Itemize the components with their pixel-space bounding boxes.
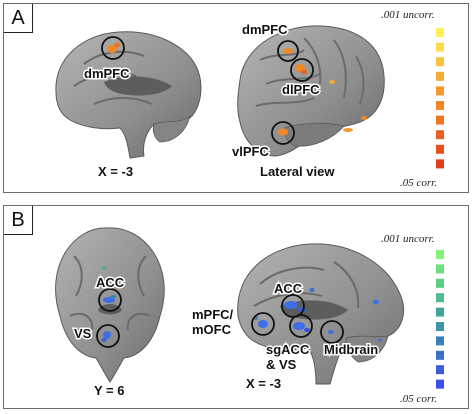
panel-a-figure: dmPFC X = -3 dmPFC dlPFC vlPFC Lateral v… xyxy=(55,9,444,189)
colorbar-b xyxy=(436,250,444,389)
colorbar-a-swatch xyxy=(436,57,444,67)
label-vs-coronal: VS xyxy=(74,326,92,341)
lateral-activations xyxy=(278,48,367,136)
caption-x-medial-a: X = -3 xyxy=(98,164,133,179)
sagittal-activations xyxy=(254,288,382,342)
colorbar-b-top-label: .001 uncorr. xyxy=(381,233,434,245)
colorbar-a-swatch xyxy=(436,115,444,125)
colorbar-a-swatch xyxy=(436,130,444,140)
colorbar-a-top-label: .001 uncorr. xyxy=(381,9,434,21)
colorbar-a-swatch xyxy=(436,86,444,96)
colorbar-a-swatch xyxy=(436,28,444,37)
colorbar-a-swatch xyxy=(436,42,444,52)
panel-b: B ACC VS Y = 6 xyxy=(3,205,469,409)
label-dlpfc: dlPFC xyxy=(282,82,320,97)
dmpfc-lateral-circle xyxy=(277,40,299,62)
label-mpfc-line2: mOFC xyxy=(192,322,232,337)
mpfc-circle xyxy=(251,312,275,336)
colorbar-a-swatch xyxy=(436,101,444,110)
panel-a-label: A xyxy=(4,4,33,33)
coronal-brain-image xyxy=(55,227,165,383)
colorbar-b-swatch xyxy=(436,293,444,303)
colorbar-b-bottom-label: .05 corr. xyxy=(400,393,437,405)
label-midbrain: Midbrain xyxy=(324,342,378,357)
caption-lateral-view: Lateral view xyxy=(260,164,335,179)
panel-b-figure: ACC VS Y = 6 ACC mPFC/ mOFC sgAC xyxy=(55,227,444,405)
colorbar-a-swatch xyxy=(436,159,444,169)
panel-a: A dmPFC X = -3 xyxy=(3,3,469,193)
label-vlpfc: vlPFC xyxy=(232,144,269,159)
label-acc-coronal: ACC xyxy=(96,275,125,290)
colorbar-b-swatch xyxy=(436,278,444,288)
acc-sagittal-circle xyxy=(281,294,305,318)
colorbar-b-swatch xyxy=(436,307,444,317)
dlpfc-circle xyxy=(290,58,314,82)
label-acc-sagittal: ACC xyxy=(274,281,303,296)
caption-y-coronal: Y = 6 xyxy=(94,383,124,398)
coronal-activations xyxy=(101,266,116,342)
label-sgacc-line2: & VS xyxy=(266,357,297,372)
colorbar-a-swatch xyxy=(436,144,444,154)
lateral-brain-image xyxy=(237,25,385,157)
label-dmpfc-medial: dmPFC xyxy=(84,66,130,81)
label-dmpfc-lateral: dmPFC xyxy=(242,22,288,37)
colorbar-b-swatch xyxy=(436,264,444,274)
colorbar-b-swatch xyxy=(436,350,444,360)
label-sgacc-line1: sgACC xyxy=(266,342,310,357)
vs-coronal-circle xyxy=(96,324,120,348)
vlpfc-circle xyxy=(271,121,295,145)
medial-brain-image xyxy=(55,31,202,159)
medial-activation-dmpfc xyxy=(107,42,120,53)
colorbar-a xyxy=(436,28,444,169)
sagittal-brain-image xyxy=(237,243,404,385)
label-mpfc-line1: mPFC/ xyxy=(192,307,234,322)
dmpfc-medial-circle xyxy=(101,36,125,60)
midbrain-circle xyxy=(320,320,344,344)
colorbar-a-swatch xyxy=(436,71,444,81)
colorbar-b-swatch xyxy=(436,365,444,375)
colorbar-b-swatch xyxy=(436,336,444,346)
colorbar-b-swatch xyxy=(436,322,444,331)
caption-x-sagittal-b: X = -3 xyxy=(246,376,281,391)
colorbar-b-swatch xyxy=(436,379,444,389)
sgacc-circle xyxy=(289,314,313,338)
colorbar-b-swatch xyxy=(436,250,444,259)
colorbar-a-bottom-label: .05 corr. xyxy=(400,177,437,189)
panel-b-label: B xyxy=(4,206,33,235)
acc-coronal-circle xyxy=(98,288,122,312)
